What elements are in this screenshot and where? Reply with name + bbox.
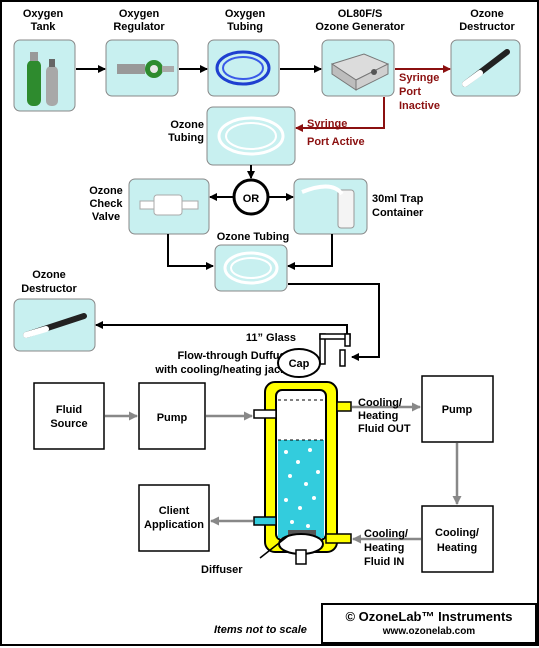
footer-brand-box: © OzoneLab™ Instruments www.ozonelab.com <box>321 603 537 644</box>
check-valve-image <box>128 178 210 235</box>
pump-right-box: Pump <box>421 375 494 443</box>
ozone-tubing-1-image <box>206 106 296 166</box>
diffuser-label: Diffuser <box>201 564 243 576</box>
ozone-destructor-top-image <box>450 39 521 97</box>
ozone-generator-image <box>321 39 395 97</box>
or-node: OR <box>232 178 270 216</box>
svg-text:Pump: Pump <box>442 404 473 416</box>
bubbles <box>284 448 320 528</box>
pump-left-box: Pump <box>138 382 206 450</box>
svg-text:Pump: Pump <box>157 412 188 424</box>
ozone-tubing-2-label: Ozone Tubing <box>217 231 290 243</box>
diffuser-stone <box>288 530 316 536</box>
svg-text:Cooling/Heating: Cooling/Heating <box>435 527 479 554</box>
fluid-column <box>278 440 324 538</box>
trap-container-image <box>293 178 368 235</box>
svg-text:OR: OR <box>243 193 260 205</box>
glass-diffuser: Cap <box>253 333 352 565</box>
cap <box>277 348 321 378</box>
oxygen-tank-image <box>13 39 76 112</box>
cooling-heating-box: Cooling/Heating <box>421 505 494 573</box>
website-link[interactable]: www.ozonelab.com <box>382 626 476 637</box>
scale-note: Items not to scale <box>214 624 307 636</box>
oxygen-regulator-image <box>105 39 179 97</box>
ozone-destructor-left-image <box>13 298 96 352</box>
cap-label: Cap <box>289 358 310 370</box>
oxygen-tubing-image <box>207 39 280 97</box>
brand-name: © OzoneLab™ Instruments <box>345 609 513 624</box>
ozone-tubing-2-image <box>214 244 288 292</box>
